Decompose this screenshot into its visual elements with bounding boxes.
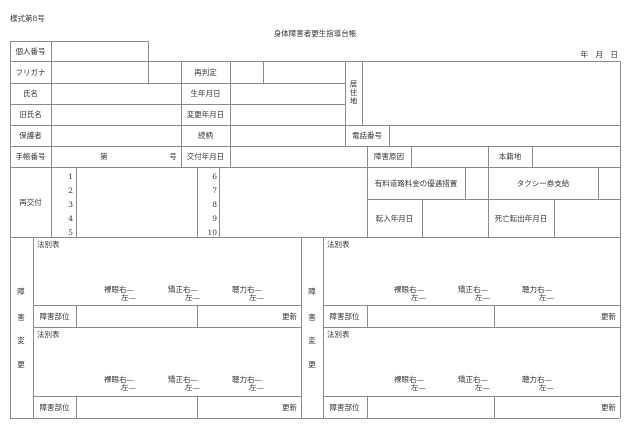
law-table-label: 法別表	[37, 330, 60, 339]
furigana-label: フリガナ	[15, 67, 46, 77]
naked-eye-right-label: 裸眼右—	[394, 375, 424, 384]
issue-date-label: 交付年月日	[186, 152, 225, 161]
handbook-go: 号	[169, 152, 177, 161]
disability-change-label-char: 害	[17, 312, 25, 322]
naked-eye-left-label: 左—	[121, 293, 136, 302]
disability-change-label-char: 更	[17, 359, 25, 369]
naked-eye-right-label: 裸眼右—	[394, 285, 424, 294]
disability-change-label-char: 変	[308, 335, 316, 345]
hearing-right-label: 聴力右—	[232, 375, 262, 384]
reissue-number: 2	[68, 185, 73, 195]
disability-site-label: 障害部位	[329, 402, 360, 412]
reissue-number: 3	[68, 199, 73, 209]
personal-number-label: 個人番号	[15, 46, 46, 56]
residence-label: 居住地	[349, 80, 358, 106]
law-table-label: 法別表	[327, 330, 350, 339]
relationship-label: 続柄	[198, 131, 213, 140]
guardian-label: 保護者	[19, 131, 42, 140]
toll-discount-label: 有料道路料金の優遇措置	[374, 178, 458, 188]
hearing-right-label: 聴力右—	[232, 285, 262, 294]
reissue-number: 1	[68, 171, 73, 181]
death-move-out-date-label: 死亡転出年月日	[494, 213, 548, 223]
move-in-date-label: 転入年月日	[375, 213, 414, 223]
corrected-right-label: 矯正右—	[458, 375, 488, 384]
naked-eye-left-label: 左—	[411, 383, 426, 392]
handbook-number-label: 手帳番号	[15, 152, 46, 161]
registered-domicile-label: 本籍地	[498, 152, 522, 161]
date-label: 年 月 日	[580, 50, 619, 59]
corrected-left-label: 左—	[185, 383, 200, 392]
reissue-number: 5	[68, 227, 73, 237]
disability-cause-label: 障害原因	[374, 152, 404, 161]
hearing-left-label: 左—	[249, 383, 264, 392]
change-date-label: 変更年月日	[186, 110, 225, 119]
reissue-number: 6	[212, 171, 217, 181]
naked-eye-right-label: 裸眼右—	[104, 285, 134, 294]
corrected-right-label: 矯正右—	[458, 285, 488, 294]
phone-label: 電話番号	[352, 131, 382, 140]
naked-eye-right-label: 裸眼右—	[104, 375, 134, 384]
disability-change-label-char: 障	[308, 286, 316, 296]
disability-change-label-char: 変	[17, 335, 25, 345]
disability-site-label: 障害部位	[39, 402, 70, 412]
corrected-left-label: 左—	[475, 383, 490, 392]
hearing-right-label: 聴力右—	[522, 285, 552, 294]
disability-site-label: 障害部位	[329, 311, 360, 321]
reissue-label: 再交付	[19, 197, 42, 207]
naked-eye-left-label: 左—	[411, 293, 426, 302]
page-title: 身体障害者更生指導台帳	[273, 29, 357, 38]
reissue-number: 7	[212, 185, 217, 195]
renewal-label: 更新	[282, 402, 297, 412]
hearing-left-label: 左—	[539, 383, 554, 392]
taxi-voucher-label: タクシー券支給	[516, 178, 570, 188]
law-table-label: 法別表	[327, 240, 350, 249]
corrected-right-label: 矯正右—	[168, 285, 198, 294]
reissue-number: 8	[212, 199, 217, 209]
name-label: 氏名	[23, 89, 38, 98]
birth-date-label: 生年月日	[190, 89, 221, 98]
disability-change-label-char: 害	[308, 312, 316, 322]
hearing-right-label: 聴力右—	[522, 375, 552, 384]
disability-site-label: 障害部位	[39, 311, 70, 321]
form-number: 様式第8号	[10, 14, 45, 23]
former-name-label: 旧氏名	[19, 110, 42, 119]
hearing-left-label: 左—	[249, 293, 264, 302]
reissue-number: 9	[212, 213, 217, 223]
renewal-label: 更新	[601, 402, 616, 412]
reissue-number: 10	[207, 227, 217, 237]
corrected-left-label: 左—	[475, 293, 490, 302]
corrected-left-label: 左—	[185, 293, 200, 302]
hearing-left-label: 左—	[539, 293, 554, 302]
naked-eye-left-label: 左—	[121, 383, 136, 392]
reissue-number: 4	[68, 213, 73, 223]
corrected-right-label: 矯正右—	[168, 375, 198, 384]
rejudgement-label: 再判定	[194, 67, 217, 77]
disability-change-label-char: 更	[308, 359, 316, 369]
law-table-label: 法別表	[37, 240, 60, 249]
renewal-label: 更新	[282, 311, 297, 321]
disability-change-label-char: 障	[17, 286, 25, 296]
handbook-dai: 第	[100, 152, 108, 161]
renewal-label: 更新	[601, 311, 616, 321]
